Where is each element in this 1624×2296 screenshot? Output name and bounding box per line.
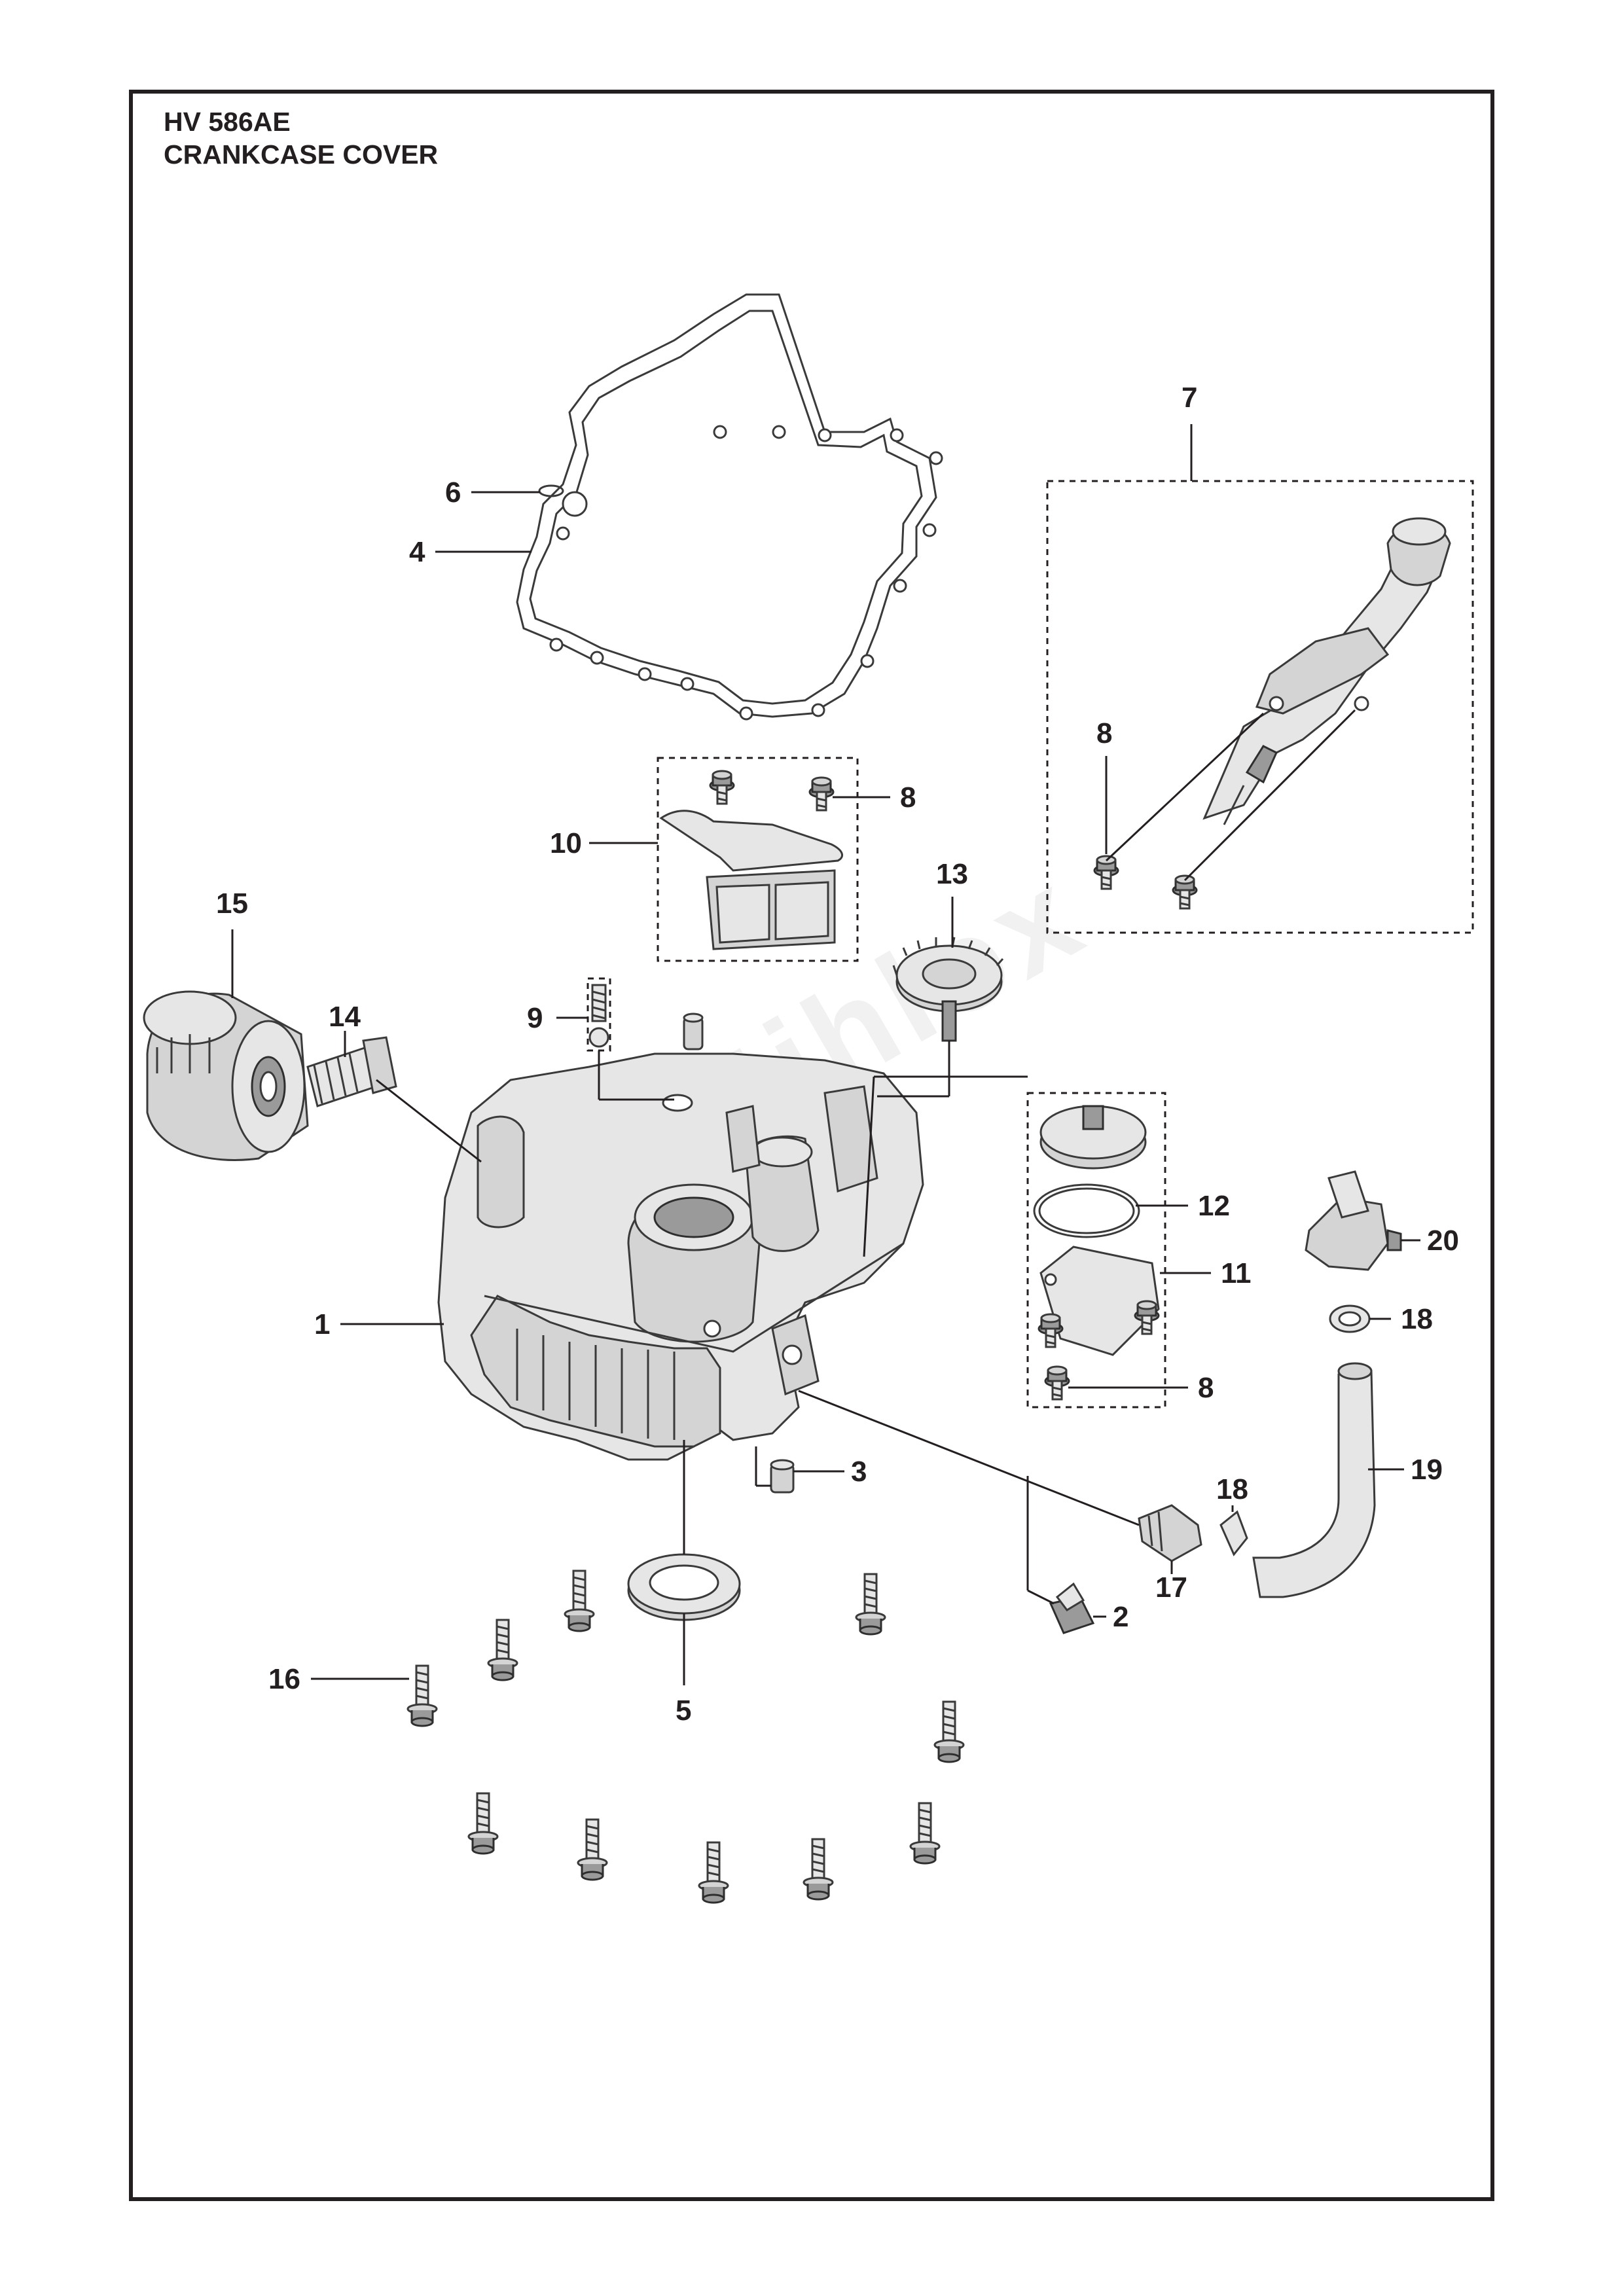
part-8-screw-screen-b xyxy=(808,776,835,812)
callout-9: 9 xyxy=(527,1002,543,1034)
callout-8-oil-tube: 8 xyxy=(1096,717,1112,749)
callout-17: 17 xyxy=(1155,1571,1187,1604)
part-19-breather-hose xyxy=(1252,1362,1376,1598)
part-12-pump-o-ring xyxy=(1033,1183,1140,1238)
callout-5: 5 xyxy=(676,1695,691,1727)
part-16-bolt xyxy=(406,1664,438,1727)
part-9-relief-spring-ball xyxy=(586,977,611,1052)
callout-10: 10 xyxy=(550,827,582,859)
model-number: HV 586AE xyxy=(164,107,291,137)
part-10-oil-screen xyxy=(659,810,843,950)
part-5-oil-seal xyxy=(627,1553,741,1621)
part-8-screw-oil-tube-a xyxy=(1093,855,1119,890)
callout-20: 20 xyxy=(1427,1225,1459,1257)
oil-pump-rotor xyxy=(1039,1105,1147,1170)
part-3-dowel-pin xyxy=(770,1459,795,1494)
part-8-screw-plate-c xyxy=(1044,1365,1070,1401)
part-20-oil-pressure-sensor xyxy=(1305,1170,1402,1271)
part-16-bolt xyxy=(698,1841,729,1904)
part-14-filter-fitting xyxy=(306,1036,397,1107)
part-16-bolt xyxy=(577,1818,608,1881)
part-8-screw-plate-a xyxy=(1038,1313,1064,1348)
callout-14: 14 xyxy=(329,1001,361,1033)
callout-18-lower: 18 xyxy=(1216,1473,1248,1505)
dowel-pin-top xyxy=(683,1013,704,1050)
part-11-12-pump-kit-box xyxy=(1026,1092,1166,1408)
part-16-bolt xyxy=(564,1570,595,1632)
part-6-o-ring xyxy=(538,484,564,497)
part-16-bolt xyxy=(803,1838,834,1901)
leader-lines xyxy=(231,424,1420,1685)
callout-labels: 1 2 3 4 5 6 7 8 8 8 9 10 11 12 13 14 15 … xyxy=(216,382,1459,1727)
callout-2: 2 xyxy=(1113,1601,1128,1633)
callout-13: 13 xyxy=(936,858,968,890)
part-16-bolt xyxy=(909,1802,941,1865)
part-10-screen-kit-box xyxy=(657,757,859,962)
part-4-crankcase-gasket xyxy=(516,293,943,721)
part-18-hose-clamp-lower xyxy=(1219,1510,1248,1556)
part-18-hose-clamp-upper xyxy=(1329,1304,1371,1333)
callout-8-plate: 8 xyxy=(1198,1372,1214,1404)
part-8-screw-screen-a xyxy=(709,770,735,805)
part-8-screw-oil-tube-b xyxy=(1172,874,1198,910)
part-15-oil-filter xyxy=(143,990,309,1161)
part-7-oil-fill-tube-kit-box xyxy=(1046,480,1474,934)
callout-11: 11 xyxy=(1221,1257,1252,1289)
callout-4: 4 xyxy=(409,536,425,568)
diagram-title: CRANKCASE COVER xyxy=(164,139,438,170)
part-16-bolt xyxy=(855,1573,886,1636)
part-16-bolt xyxy=(487,1619,518,1681)
part-16-bolt xyxy=(467,1792,499,1855)
part-11-pump-cover-plate xyxy=(1039,1246,1160,1356)
callout-18-upper: 18 xyxy=(1401,1303,1433,1335)
part-2-drain-plug xyxy=(1049,1582,1095,1634)
part-1-crankcase-cover xyxy=(437,1052,924,1461)
callout-16: 16 xyxy=(268,1663,300,1695)
callout-1: 1 xyxy=(314,1308,330,1340)
callout-3: 3 xyxy=(851,1456,867,1488)
callout-15: 15 xyxy=(216,888,248,920)
drawing-frame xyxy=(129,90,1494,2201)
part-7-oil-fill-tube xyxy=(1202,517,1451,825)
callout-19: 19 xyxy=(1411,1454,1443,1486)
part-13-governor-gear xyxy=(892,937,1004,1042)
callout-8-screen: 8 xyxy=(900,781,916,814)
callout-6: 6 xyxy=(445,476,461,509)
callout-7: 7 xyxy=(1182,382,1197,414)
part-17-drain-fitting xyxy=(1138,1504,1202,1562)
part-16-bolt xyxy=(933,1700,965,1763)
callout-12: 12 xyxy=(1198,1190,1230,1222)
